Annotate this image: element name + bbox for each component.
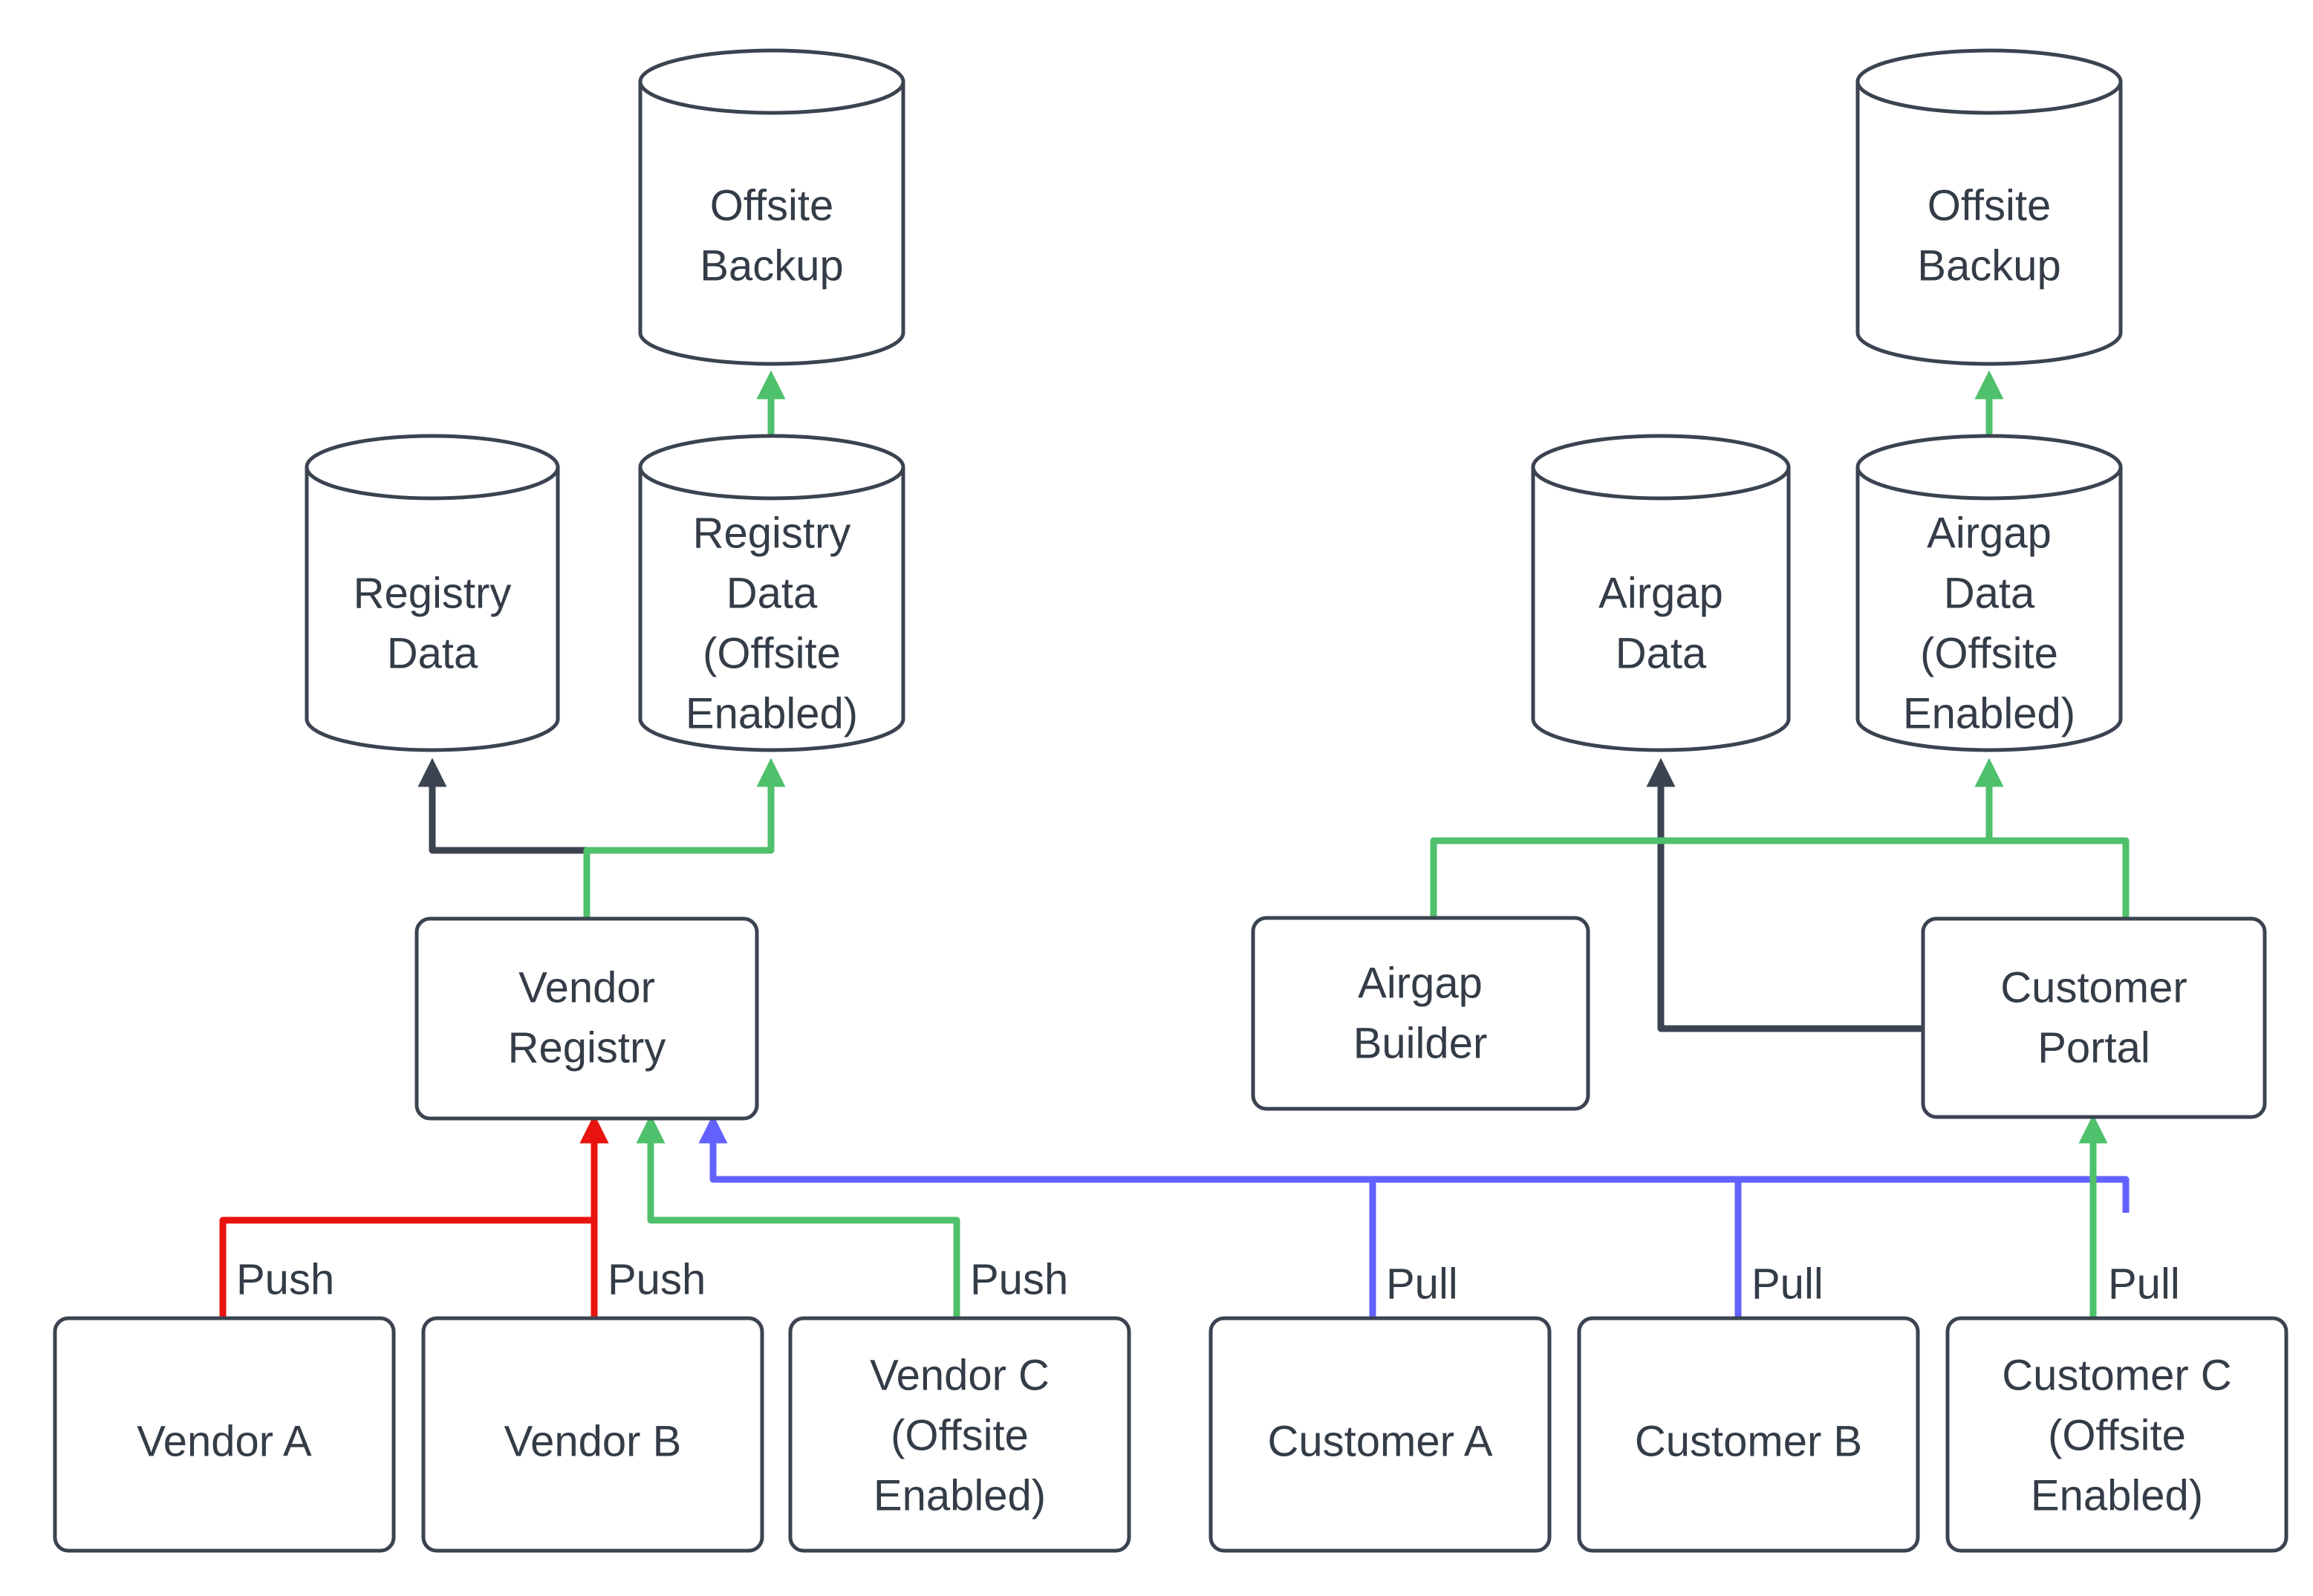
edge-vendor-registry-to-registry-data-offsite (583, 758, 786, 919)
node-label: Backup (700, 241, 843, 290)
node-customer-c[interactable]: Customer C (Offsite Enabled) (1945, 1316, 2288, 1553)
node-label: Registry (693, 509, 851, 557)
edge-vendor-c-push (636, 1114, 960, 1318)
node-label: Enabled) (874, 1471, 1046, 1520)
edge-label-push-3: Push (970, 1255, 1068, 1303)
edge-label-pull-3: Pull (2108, 1260, 2180, 1308)
node-airgap-data-offsite[interactable]: Airgap Data (Offsite Enabled) (1855, 434, 2123, 752)
edge-vendor-registry-to-registry-data (417, 758, 591, 919)
node-vendor-a[interactable]: Vendor A (53, 1316, 396, 1553)
node-label: Enabled) (1903, 689, 2075, 737)
node-label: Backup (1917, 241, 2060, 290)
edge-label-push-2: Push (608, 1255, 706, 1303)
node-label: Data (387, 629, 478, 677)
node-label: Offsite (1928, 181, 2052, 229)
node-airgap-builder[interactable]: Airgap Builder (1251, 916, 1590, 1111)
edge-pull-trunk-right (1738, 1176, 2130, 1213)
node-label: Enabled) (2031, 1471, 2203, 1520)
node-label: Customer B (1635, 1417, 1862, 1465)
node-offsite-backup-left[interactable]: Offsite Backup (638, 48, 905, 366)
node-label: Enabled) (686, 689, 858, 737)
node-label: Builder (1353, 1019, 1488, 1067)
node-label: (Offsite (1920, 629, 2058, 677)
node-label: Vendor C (870, 1351, 1050, 1399)
node-label: Airgap (1927, 509, 2052, 557)
node-offsite-backup-right[interactable]: Offsite Backup (1855, 48, 2123, 366)
edge-label-push-1: Push (236, 1255, 334, 1303)
node-customer-a[interactable]: Customer A (1208, 1316, 1552, 1553)
node-label: Registry (508, 1023, 666, 1072)
node-label: Customer (2000, 963, 2187, 1012)
edge-customer-b-pull (713, 1176, 1742, 1318)
node-vendor-c[interactable]: Vendor C (Offsite Enabled) (788, 1316, 1131, 1553)
node-label: Registry (354, 569, 512, 617)
node-vendor-b[interactable]: Vendor B (421, 1316, 764, 1553)
node-label: Portal (2037, 1023, 2150, 1072)
node-label: Data (1616, 629, 1707, 677)
node-label: (Offsite (891, 1411, 1029, 1459)
edge-customer-portal-to-airgap-data-offsite (1989, 837, 2130, 919)
node-customer-b[interactable]: Customer B (1577, 1316, 1920, 1553)
node-customer-portal[interactable]: Customer Portal (1921, 916, 2267, 1119)
node-label: Customer A (1268, 1417, 1493, 1465)
node-registry-data-offsite[interactable]: Registry Data (Offsite Enabled) (638, 434, 905, 752)
node-label: Vendor B (504, 1417, 682, 1465)
node-vendor-registry[interactable]: Vendor Registry (414, 916, 759, 1121)
node-label: (Offsite (2048, 1411, 2186, 1459)
edge-airgap-builder-to-airgap-data-offsite (1430, 758, 2004, 918)
node-label: Vendor A (137, 1417, 312, 1465)
node-label: Airgap (1598, 569, 1723, 617)
node-label: Offsite (710, 181, 834, 229)
edge-customer-portal-to-airgap-data (1646, 758, 1923, 1032)
node-airgap-data[interactable]: Airgap Data (1531, 434, 1791, 752)
edge-label-pull-1: Pull (1386, 1260, 1458, 1308)
node-label: Airgap (1358, 959, 1483, 1007)
node-label: (Offsite (703, 629, 841, 677)
node-label: Data (1944, 569, 2035, 617)
edge-label-pull-2: Pull (1751, 1260, 1824, 1308)
node-label: Customer C (2002, 1351, 2231, 1399)
node-registry-data[interactable]: Registry Data (305, 434, 560, 752)
node-label: Vendor (518, 963, 655, 1012)
node-label: Data (726, 569, 818, 617)
